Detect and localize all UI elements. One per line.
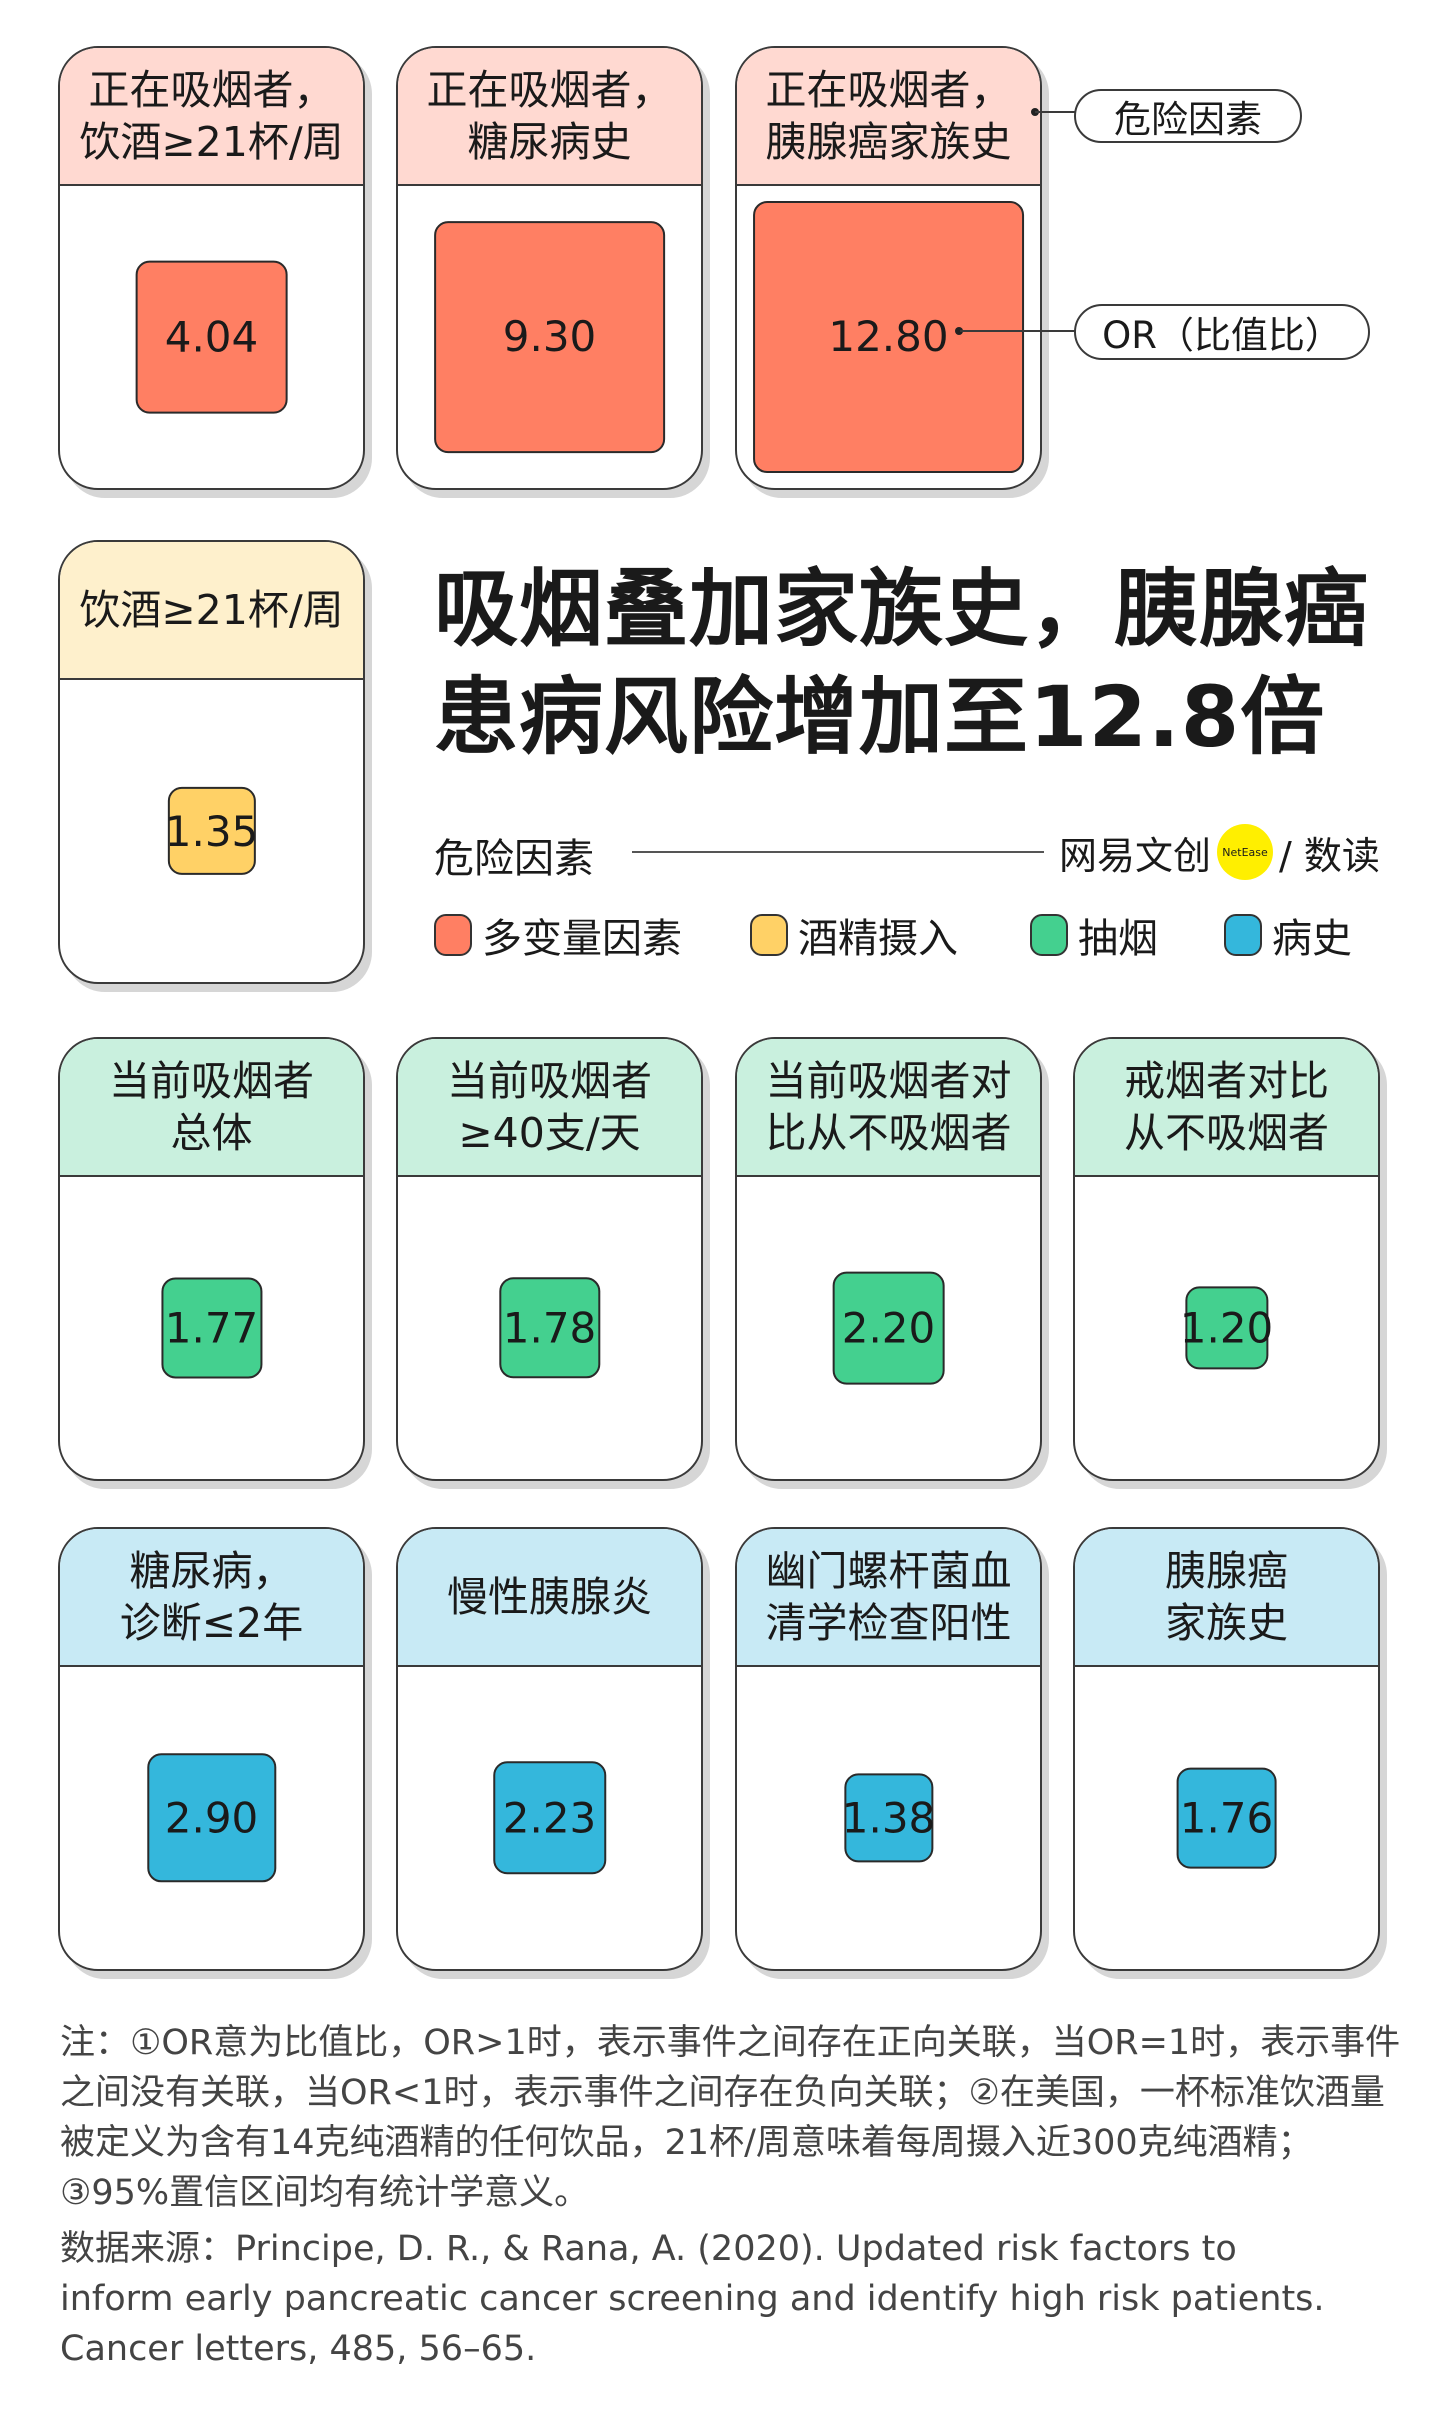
odds-ratio-box: 4.04 (135, 260, 288, 414)
logo-brand: 网易文创 (1059, 833, 1212, 878)
risk-card: 饮酒≥21杯/周 1.35 (58, 540, 365, 984)
risk-card-body: 1.38 (737, 1667, 1040, 1969)
legend-item-history: 病史 (1224, 906, 1352, 964)
annotation-line (960, 330, 1075, 332)
logo: 网易文创 NetEase / 数读 (1059, 824, 1380, 880)
annotation-or: OR（比值比） (1074, 304, 1370, 360)
risk-card: 当前吸烟者 ≥40支/天 1.78 (396, 1037, 703, 1481)
risk-card-body: 1.76 (1075, 1667, 1378, 1969)
odds-ratio-box: 1.35 (165, 786, 258, 876)
odds-ratio-box: 12.80 (752, 201, 1025, 473)
risk-card: 幽门螺杆菌血 清学检查阳性 1.38 (735, 1527, 1042, 1971)
odds-ratio-box: 1.20 (1180, 1286, 1273, 1370)
divider (632, 851, 1044, 853)
logo-suffix: / 数读 (1279, 833, 1380, 878)
risk-card-label: 戒烟者对比 从不吸烟者 (1075, 1039, 1378, 1177)
risk-card-label: 当前吸烟者对 比从不吸烟者 (737, 1039, 1040, 1177)
legend-label: 抽烟 (1078, 916, 1158, 962)
risk-card-body: 1.35 (60, 680, 363, 982)
risk-card-body: 12.80 (737, 186, 1040, 488)
legend-label: 多变量因素 (482, 916, 682, 962)
annotation-risk-factor: 危险因素 (1074, 89, 1302, 143)
odds-ratio-box: 1.78 (498, 1277, 601, 1379)
risk-card-body: 2.23 (398, 1667, 701, 1969)
risk-card-label: 饮酒≥21杯/周 (60, 542, 363, 680)
annotation-line (1035, 111, 1075, 113)
risk-card: 糖尿病， 诊断≤2年 2.90 (58, 1527, 365, 1971)
risk-card: 当前吸烟者对 比从不吸烟者 2.20 (735, 1037, 1042, 1481)
legend-heading: 危险因素 (434, 836, 594, 882)
annotation-dot (955, 327, 963, 335)
risk-card-body: 1.77 (60, 1177, 363, 1479)
legend-item-alcohol: 酒精摄入 (750, 906, 958, 964)
risk-card-label: 正在吸烟者， 糖尿病史 (398, 48, 701, 186)
odds-ratio-box: 1.76 (1176, 1767, 1277, 1869)
risk-card-body: 2.90 (60, 1667, 363, 1969)
risk-card: 胰腺癌 家族史 1.76 (1073, 1527, 1380, 1971)
legend-item-smoking: 抽烟 (1030, 906, 1158, 964)
risk-card: 当前吸烟者 总体 1.77 (58, 1037, 365, 1481)
risk-card-label: 当前吸烟者 总体 (60, 1039, 363, 1177)
odds-ratio-box: 1.38 (842, 1773, 935, 1863)
risk-card: 正在吸烟者， 糖尿病史 9.30 (396, 46, 703, 490)
page-title: 吸烟叠加家族史，胰腺癌 患病风险增加至12.8倍 (434, 560, 1370, 766)
odds-ratio-box: 2.90 (146, 1753, 277, 1883)
risk-card-label: 慢性胰腺炎 (398, 1529, 701, 1667)
legend-swatch (1224, 914, 1262, 956)
source: 数据来源：Principe, D. R., & Rana, A. (2020).… (60, 2229, 1325, 2369)
odds-ratio-box: 9.30 (433, 221, 666, 453)
legend-label: 酒精摄入 (798, 916, 958, 962)
odds-ratio-box: 2.20 (832, 1271, 945, 1385)
risk-card-body: 9.30 (398, 186, 701, 488)
risk-card: 正在吸烟者， 饮酒≥21杯/周 4.04 (58, 46, 365, 490)
risk-card-label: 胰腺癌 家族史 (1075, 1529, 1378, 1667)
odds-ratio-box: 1.77 (160, 1277, 263, 1379)
risk-card-label: 幽门螺杆菌血 清学检查阳性 (737, 1529, 1040, 1667)
risk-card-body: 4.04 (60, 186, 363, 488)
notes: 注：①OR意为比值比，OR>1时，表示事件之间存在正向关联，当OR=1时，表示事… (60, 2023, 1401, 2213)
legend-label: 病史 (1272, 916, 1352, 962)
risk-card: 慢性胰腺炎 2.23 (396, 1527, 703, 1971)
legend-swatch (434, 914, 472, 956)
risk-card-body: 1.20 (1075, 1177, 1378, 1479)
risk-card-body: 2.20 (737, 1177, 1040, 1479)
risk-card-label: 正在吸烟者， 饮酒≥21杯/周 (60, 48, 363, 186)
risk-card-label: 糖尿病， 诊断≤2年 (60, 1529, 363, 1667)
risk-card: 戒烟者对比 从不吸烟者 1.20 (1073, 1037, 1380, 1481)
logo-badge: NetEase (1217, 824, 1274, 880)
risk-card-label: 正在吸烟者， 胰腺癌家族史 (737, 48, 1040, 186)
risk-card-body: 1.78 (398, 1177, 701, 1479)
odds-ratio-box: 2.23 (492, 1761, 607, 1875)
legend-item-multivariate: 多变量因素 (434, 906, 682, 964)
risk-card-label: 当前吸烟者 ≥40支/天 (398, 1039, 701, 1177)
legend-swatch (750, 914, 788, 956)
risk-card: 正在吸烟者， 胰腺癌家族史 12.80 (735, 46, 1042, 490)
legend-swatch (1030, 914, 1068, 956)
